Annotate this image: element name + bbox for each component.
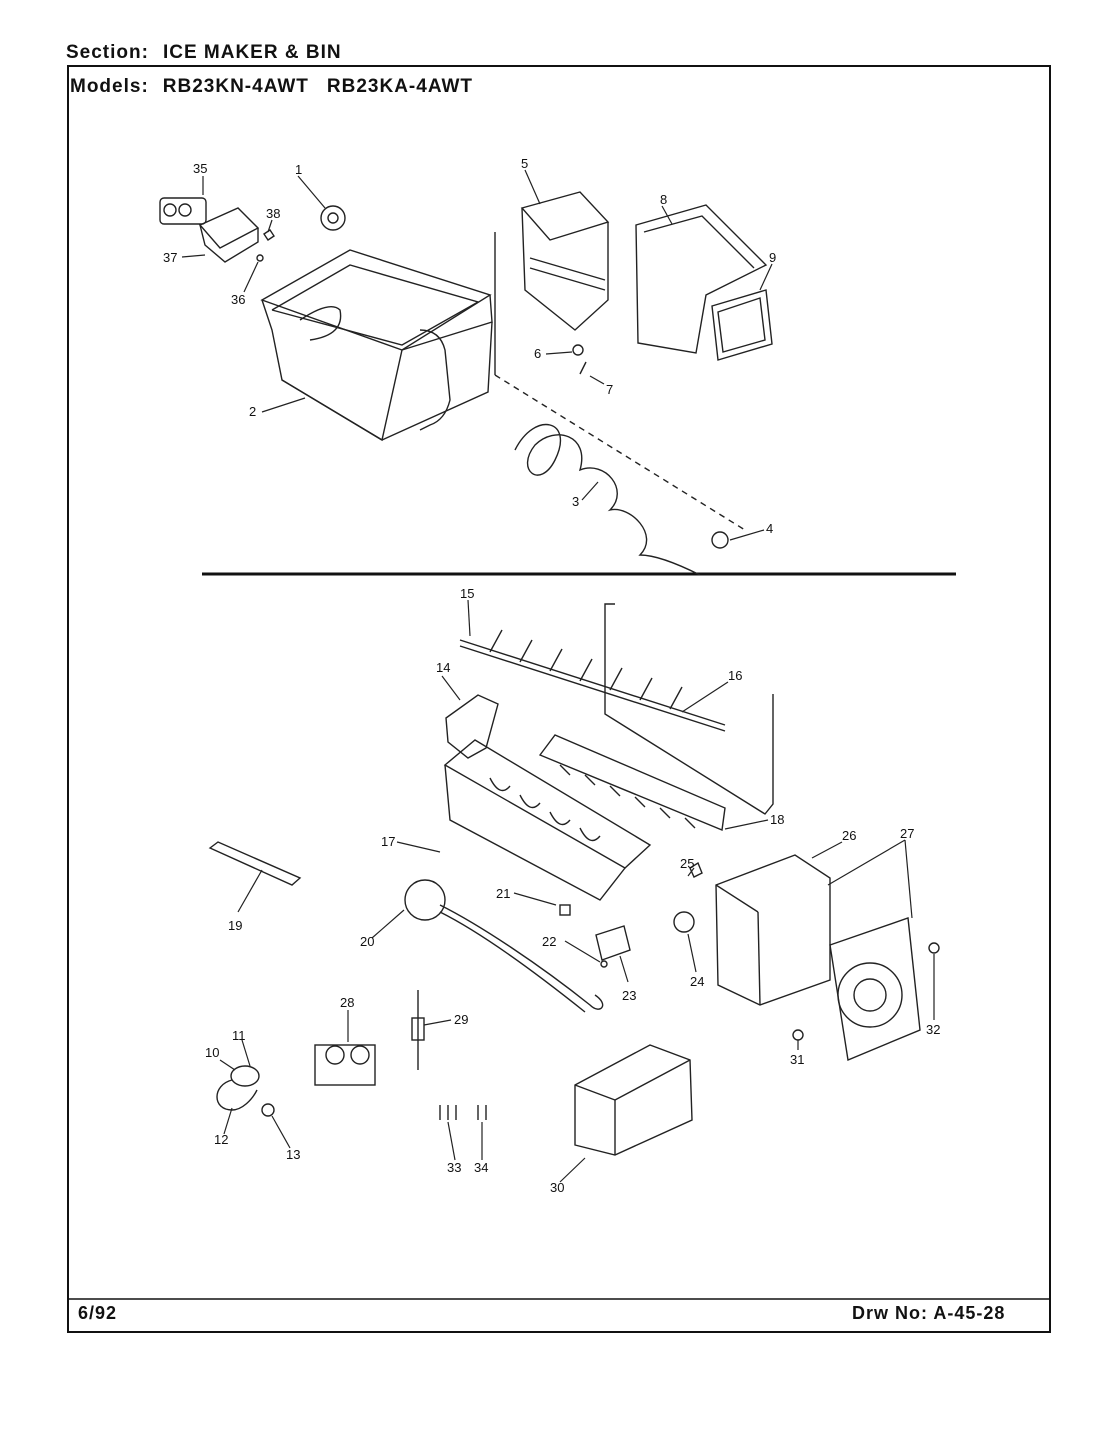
part-24 xyxy=(673,911,695,933)
part-21 xyxy=(559,904,571,916)
stripper-part-18 xyxy=(538,734,726,831)
valve-part-28 xyxy=(314,1044,376,1086)
callout-36: 36 xyxy=(231,292,245,307)
callout-labels: 1 2 3 4 5 6 7 8 9 10 11 12 13 14 15 16 1… xyxy=(163,156,940,1195)
callout-16: 16 xyxy=(728,668,742,683)
ejector-part-15 xyxy=(459,629,726,732)
ice-bin-part-2 xyxy=(260,249,493,442)
callout-14: 14 xyxy=(436,660,450,675)
harness-part-20 xyxy=(404,879,604,1013)
callout-22: 22 xyxy=(542,934,556,949)
shield-part-16 xyxy=(604,603,774,815)
callout-11: 11 xyxy=(232,1028,246,1043)
section-value: ICE MAKER & BIN xyxy=(162,42,342,63)
callout-38: 38 xyxy=(266,206,280,221)
callout-2: 2 xyxy=(249,404,256,419)
drawing-value: A-45-28 xyxy=(933,1303,1006,1323)
bracket-part-14 xyxy=(445,694,499,759)
callout-31: 31 xyxy=(790,1052,804,1067)
model-1: RB23KN-4AWT xyxy=(162,76,309,97)
part-36 xyxy=(256,254,264,262)
callout-10: 10 xyxy=(205,1045,219,1060)
cover-part-30 xyxy=(574,1044,693,1156)
flap-part-9 xyxy=(711,289,773,361)
callout-5: 5 xyxy=(521,156,528,171)
callout-35: 35 xyxy=(193,161,207,176)
section-label: Section: xyxy=(66,42,149,63)
callout-15: 15 xyxy=(460,586,474,601)
part-22 xyxy=(600,960,608,968)
callout-30: 30 xyxy=(550,1180,564,1195)
heater-part-19 xyxy=(208,841,302,886)
callout-32: 32 xyxy=(926,1022,940,1037)
callout-3: 3 xyxy=(572,494,579,509)
mold-part-17 xyxy=(443,739,652,901)
fill-valve-part-10 xyxy=(216,1065,275,1117)
footer-date: 6/92 xyxy=(78,1303,118,1323)
coupling-part-4 xyxy=(711,531,729,549)
callout-27: 27 xyxy=(900,826,914,841)
callout-8: 8 xyxy=(660,192,667,207)
callout-24: 24 xyxy=(690,974,704,989)
models-label: Models: xyxy=(70,76,149,97)
callout-23: 23 xyxy=(622,988,636,1003)
part-32 xyxy=(928,942,940,954)
part-25 xyxy=(689,861,703,878)
part-7 xyxy=(579,361,587,375)
auger-part-3 xyxy=(494,374,746,576)
callout-26: 26 xyxy=(842,828,856,843)
diagram-border xyxy=(67,65,1051,1333)
model-2: RB23KA-4AWT xyxy=(326,76,474,97)
screws-part-33-34 xyxy=(439,1105,487,1120)
callout-7: 7 xyxy=(606,382,613,397)
callout-1: 1 xyxy=(295,162,302,177)
callout-25: 25 xyxy=(680,856,694,871)
callout-6: 6 xyxy=(534,346,541,361)
leader-lines xyxy=(181,169,935,1183)
bracket-part-37 xyxy=(198,207,260,263)
callout-18: 18 xyxy=(770,812,784,827)
auger-bracket-part-5 xyxy=(494,191,610,375)
models-title: Models: RB23KN-4AWT RB23KA-4AWT xyxy=(70,76,473,98)
callout-19: 19 xyxy=(228,918,242,933)
callout-12: 12 xyxy=(214,1132,228,1147)
callout-33: 33 xyxy=(447,1160,461,1175)
housing-part-26 xyxy=(715,854,831,1006)
switch-part-35 xyxy=(159,197,207,225)
knob-part-1 xyxy=(320,205,346,231)
callout-29: 29 xyxy=(454,1012,468,1027)
callout-34: 34 xyxy=(474,1160,488,1175)
section-title: Section: ICE MAKER & BIN xyxy=(66,42,342,64)
motor-part-27 xyxy=(829,917,921,1061)
callout-20: 20 xyxy=(360,934,374,949)
part-31 xyxy=(792,1029,804,1041)
callout-4: 4 xyxy=(766,521,773,536)
part-6 xyxy=(572,344,584,356)
callout-13: 13 xyxy=(286,1147,300,1162)
callout-21: 21 xyxy=(496,886,510,901)
drawing-number: Drw No: A-45-28 xyxy=(852,1303,1005,1324)
part-23 xyxy=(595,925,631,961)
callout-9: 9 xyxy=(769,250,776,265)
callout-17: 17 xyxy=(381,834,395,849)
part-38 xyxy=(263,229,275,241)
chute-part-8 xyxy=(635,204,768,354)
drawing-label: Drw No: xyxy=(852,1303,928,1323)
callout-28: 28 xyxy=(340,995,354,1010)
fitting-part-29 xyxy=(411,990,425,1070)
callout-37: 37 xyxy=(163,250,177,265)
